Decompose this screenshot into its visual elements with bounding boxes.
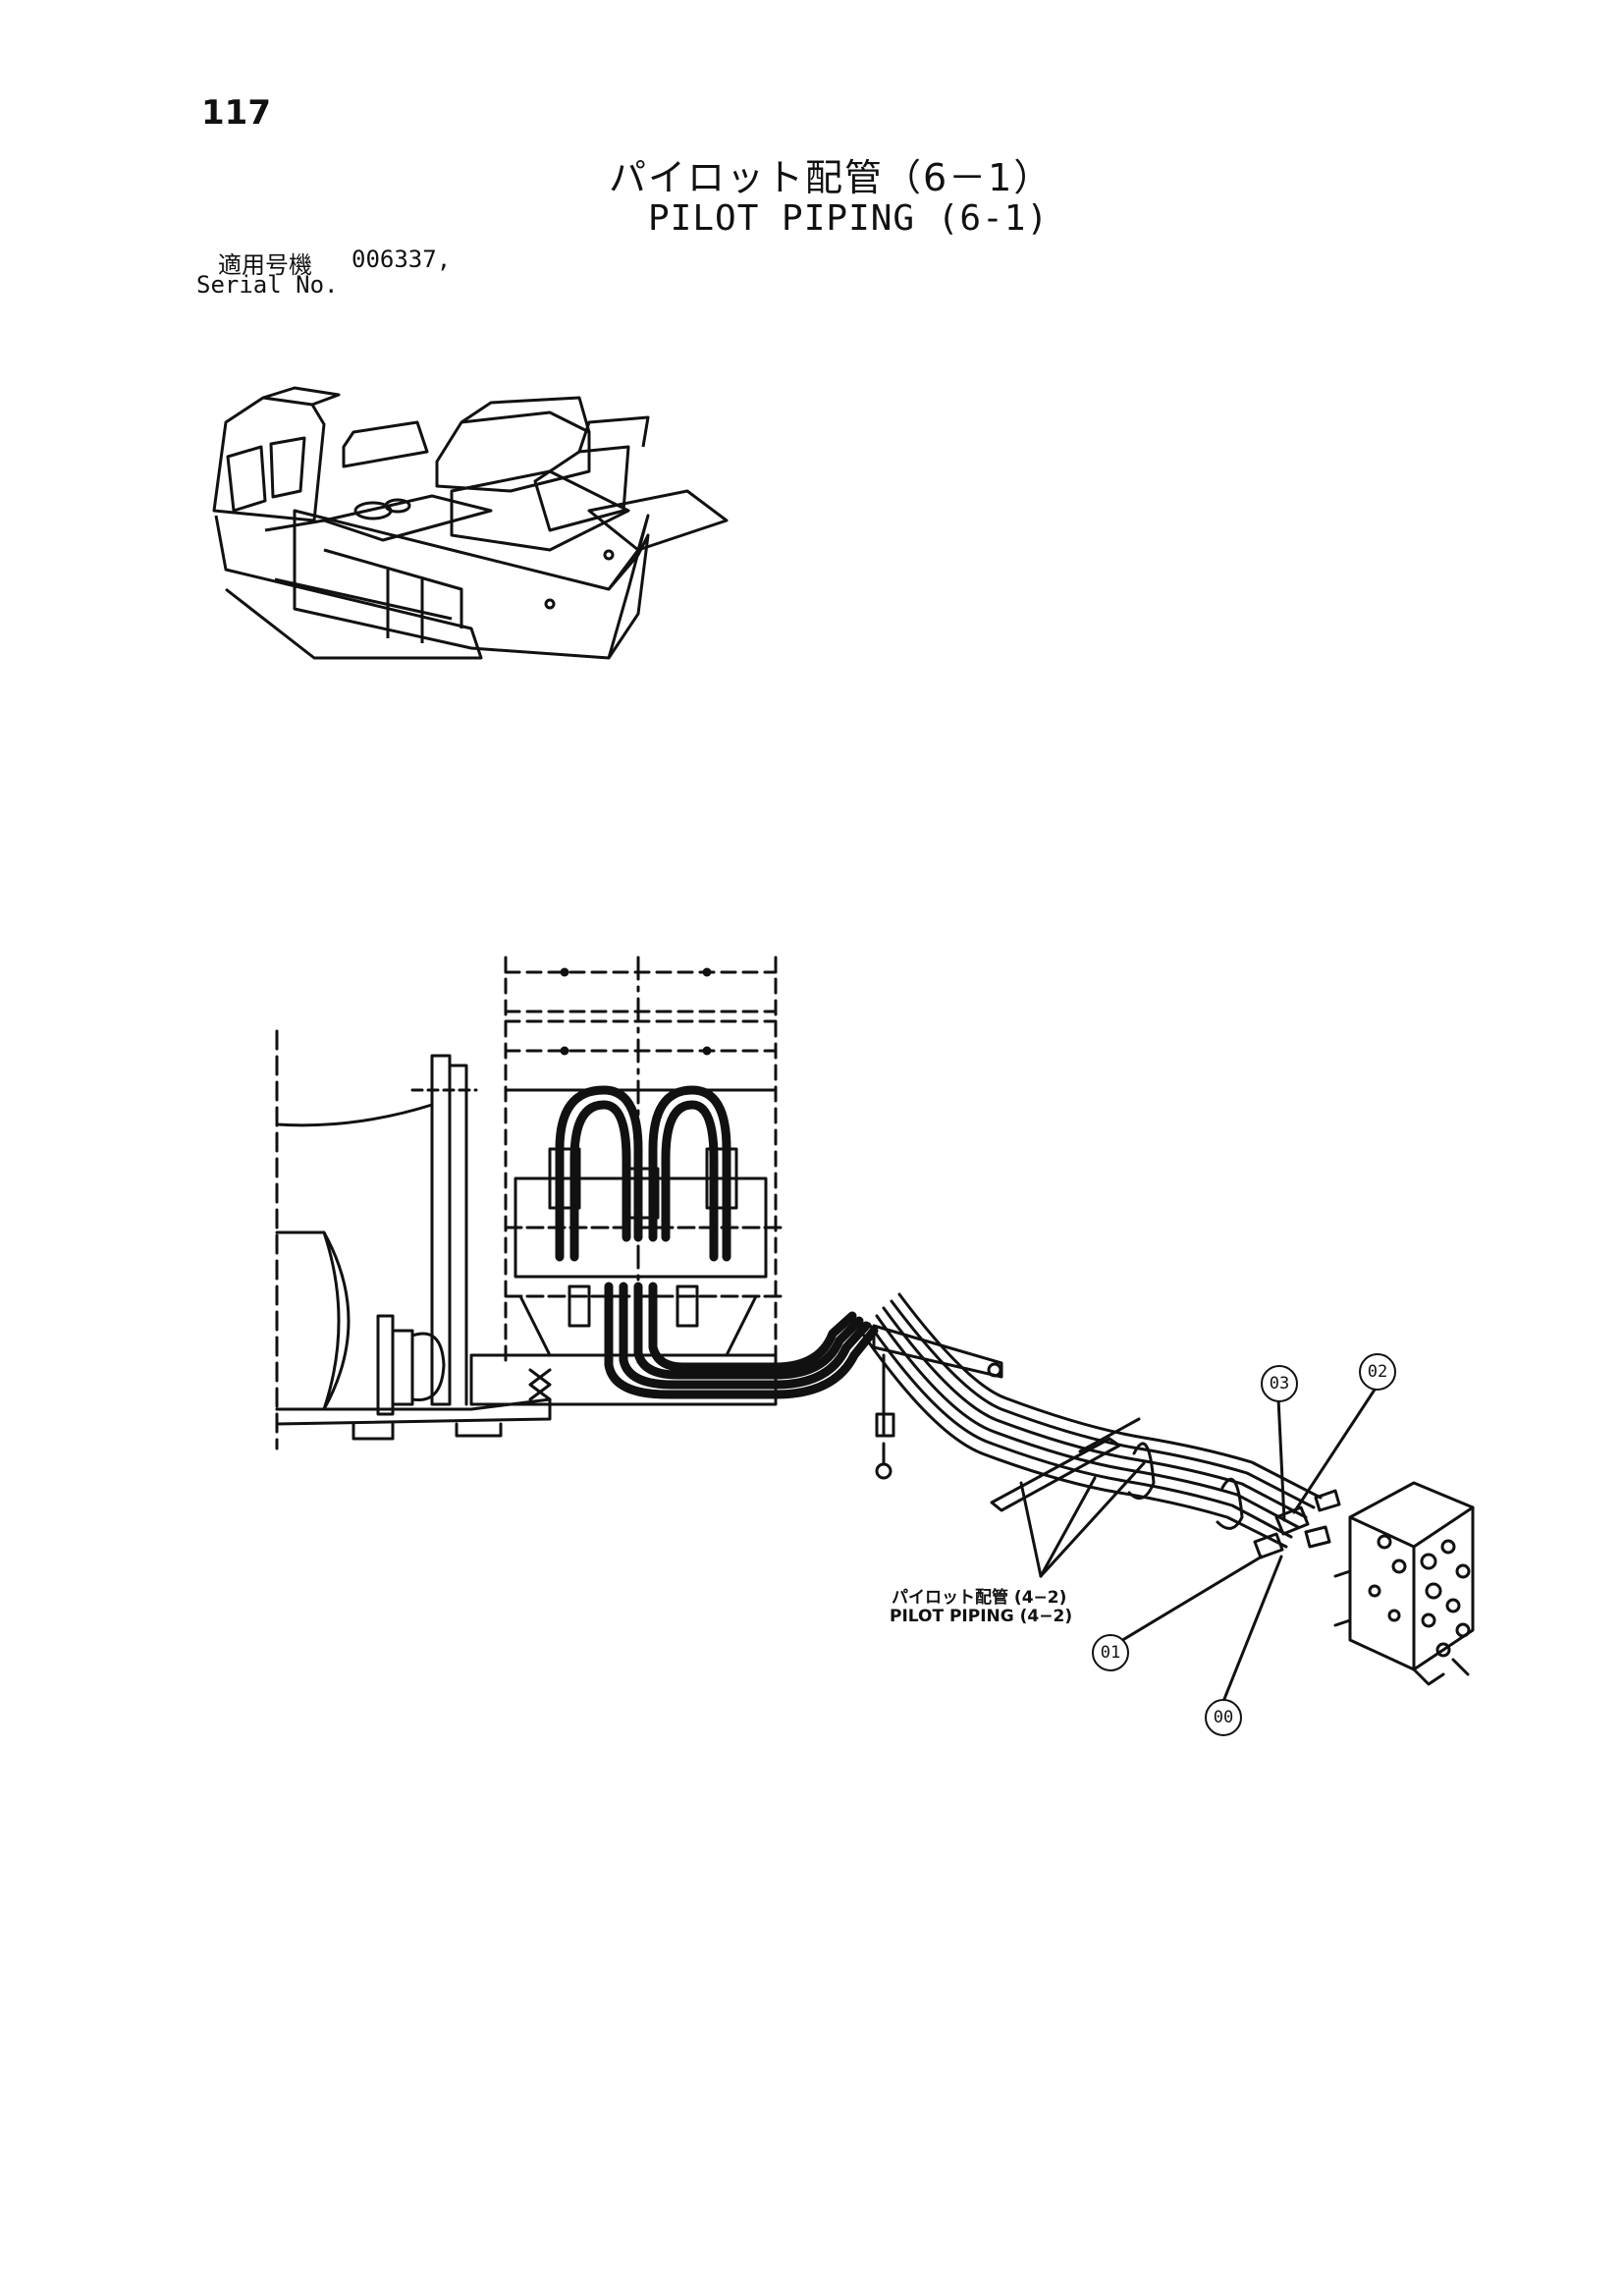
- callout-03: 03: [1261, 1365, 1298, 1402]
- page-number: 117: [201, 93, 271, 133]
- callout-01: 01: [1092, 1634, 1129, 1671]
- callout-00: 00: [1205, 1699, 1242, 1736]
- serial-value: 006337,: [352, 246, 452, 273]
- serial-label-jp: 適用号機: [218, 251, 312, 279]
- page-title-jp: パイロット配管（6－1）: [609, 156, 1054, 199]
- reference-label-en: PILOT PIPING (4−2): [890, 1607, 1073, 1626]
- reference-label-jp: パイロット配管 (4−2): [892, 1588, 1067, 1608]
- callout-02: 02: [1359, 1353, 1396, 1391]
- page-title-en: PILOT PIPING (6-1): [648, 198, 1050, 239]
- serial-label-en: Serial No.: [196, 271, 339, 299]
